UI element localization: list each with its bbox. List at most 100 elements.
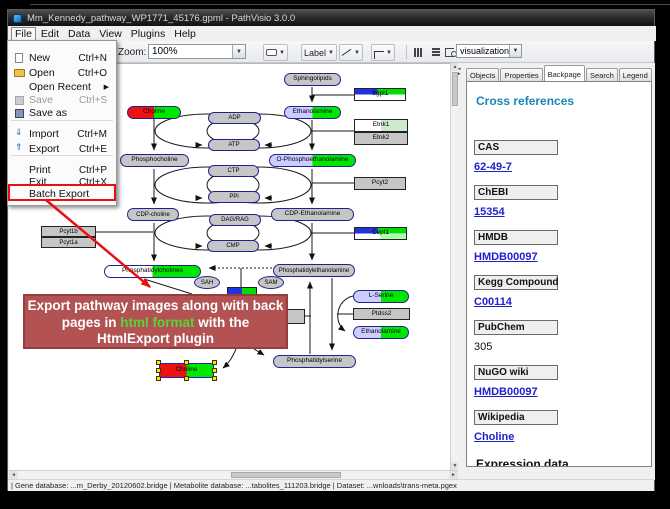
selection-handle[interactable]: [184, 376, 189, 381]
file-menu-item-open-recent[interactable]: Open Recent▶: [9, 80, 115, 94]
node-ethanolamine-top[interactable]: Ethanolamine: [284, 106, 341, 119]
toolbar: Zoom: 100% ▼ ▼ Label▼ ▼ ▼ visualization …: [8, 41, 654, 63]
menu-view[interactable]: View: [99, 27, 122, 40]
node-label: L-Serine: [368, 292, 394, 300]
selection-handle[interactable]: [156, 376, 161, 381]
file-menu-item-save-as[interactable]: Save as: [9, 106, 115, 120]
xref-link[interactable]: HMDB00097: [474, 251, 538, 263]
node-o-phosphoethanolamine[interactable]: O-Phosphoethanolamine: [269, 154, 356, 167]
node-ptdss2[interactable]: Ptdss2: [353, 308, 410, 320]
title-bar[interactable]: Mm_Kennedy_pathway_WP1771_45176.gpml - P…: [8, 10, 654, 26]
xref-link[interactable]: C00114: [474, 296, 512, 308]
connector-tool-button[interactable]: ▼: [371, 44, 395, 61]
canvas-horizontal-scrollbar[interactable]: ◄ ►: [9, 470, 458, 479]
node-choline-top[interactable]: Choline: [127, 106, 181, 119]
selection-handle[interactable]: [184, 360, 189, 365]
xref-link[interactable]: Choline: [474, 431, 515, 443]
node-cmp[interactable]: CMP: [207, 240, 259, 252]
panel-splitter[interactable]: ◂▸: [458, 63, 464, 479]
stack-tool-button[interactable]: [428, 45, 443, 59]
align-icon: [413, 47, 422, 57]
scroll-left-icon[interactable]: ◄: [9, 471, 18, 479]
menu-file[interactable]: File: [11, 26, 36, 41]
node-phosphatidylserine[interactable]: Phosphatidylserine: [273, 355, 356, 368]
tab-legend[interactable]: Legend: [618, 68, 652, 81]
splitter-collapse-icon[interactable]: ◂▸: [458, 66, 461, 77]
node-etnk1[interactable]: Etnk1: [354, 119, 408, 132]
group-tool-button[interactable]: [442, 45, 457, 59]
node-label: SAM: [264, 279, 278, 286]
menu-data[interactable]: Data: [68, 27, 91, 40]
node-etnk2[interactable]: Etnk2: [354, 132, 408, 145]
node-label: Phosphatidylethanolamine: [278, 267, 350, 274]
selection-handle[interactable]: [212, 360, 217, 365]
menu-help[interactable]: Help: [174, 27, 196, 40]
scroll-down-icon[interactable]: ▼: [451, 462, 459, 470]
node-atp[interactable]: ATP: [208, 139, 260, 151]
node-label: Sgpl1: [371, 90, 389, 98]
file-menu-item-batch-export[interactable]: Batch Export: [9, 187, 115, 201]
tab-properties[interactable]: Properties: [500, 68, 543, 81]
save-as-icon: [13, 107, 25, 119]
node-phosphocholine[interactable]: Phosphocholine: [120, 154, 189, 167]
node-cept1[interactable]: Cept1: [354, 227, 407, 240]
line-tool-button[interactable]: ▼: [339, 44, 363, 61]
node-phosphatidylcholines[interactable]: Phosphatidylcholines: [104, 265, 201, 278]
node-pcyt1a[interactable]: Pcyt1a: [41, 237, 96, 248]
node-cdp-choline[interactable]: CDP-choline: [127, 208, 179, 221]
menu-edit[interactable]: Edit: [40, 27, 60, 40]
node-pcyt2[interactable]: Pcyt2: [354, 177, 406, 190]
zoom-combo[interactable]: 100% ▼: [148, 44, 246, 59]
node-ppi[interactable]: PPi: [208, 191, 260, 203]
menu-item-shortcut: Ctrl+M: [77, 128, 107, 140]
tab-search[interactable]: Search: [585, 68, 618, 81]
vertical-scroll-thumb[interactable]: [452, 72, 458, 106]
node-phosphatidylethanolamine[interactable]: Phosphatidylethanolamine: [273, 264, 355, 277]
node-label: SAH: [200, 279, 214, 286]
selection-handle[interactable]: [212, 368, 217, 373]
node-label: Choline: [175, 366, 198, 374]
menu-plugins[interactable]: Plugins: [130, 27, 166, 40]
node-sam[interactable]: SAM: [258, 276, 284, 289]
node-label: ADP: [228, 115, 241, 121]
label-tool-button[interactable]: Label▼: [301, 44, 337, 61]
zoom-combo-arrow-icon[interactable]: ▼: [232, 45, 245, 58]
node-dag-rag[interactable]: DAG/RAG: [209, 214, 261, 226]
xref-link[interactable]: 15354: [474, 206, 505, 218]
scroll-up-icon[interactable]: ▲: [451, 63, 459, 71]
visualization-combo-arrow-icon[interactable]: ▼: [509, 45, 521, 57]
tab-backpage[interactable]: Backpage: [543, 65, 585, 81]
node-sphingolipids[interactable]: Sphingolipids: [284, 73, 341, 86]
datanode-tool-button[interactable]: ▼: [263, 44, 288, 61]
node-ctp[interactable]: CTP: [208, 165, 259, 177]
horizontal-scroll-thumb[interactable]: [231, 472, 341, 478]
tab-objects[interactable]: Objects: [466, 68, 500, 81]
selection-handle[interactable]: [156, 368, 161, 373]
selection-handle[interactable]: [212, 376, 217, 381]
node-sah[interactable]: SAH: [194, 276, 220, 289]
align-tool-button[interactable]: [410, 45, 425, 59]
node-sgpl1[interactable]: Sgpl1: [354, 88, 406, 101]
node-ethanolamine-bottom[interactable]: Ethanolamine: [353, 326, 409, 339]
stack-icon: [431, 47, 440, 57]
selection-handle[interactable]: [156, 360, 161, 365]
node-pcyt1b[interactable]: Pcyt1b: [41, 226, 96, 237]
node-l-serine[interactable]: L-Serine: [353, 290, 409, 303]
node-adp[interactable]: ADP: [208, 112, 261, 124]
canvas-vertical-scrollbar[interactable]: ▲ ▼: [450, 63, 459, 470]
xref-link[interactable]: 62-49-7: [474, 161, 512, 173]
scroll-right-icon[interactable]: ►: [449, 471, 458, 479]
xref-link[interactable]: HMDB00097: [474, 386, 538, 398]
node-cdp-ethanolamine[interactable]: CDP-Ethanolamine: [271, 208, 354, 221]
visualization-combo[interactable]: visualization ▼: [456, 44, 522, 58]
